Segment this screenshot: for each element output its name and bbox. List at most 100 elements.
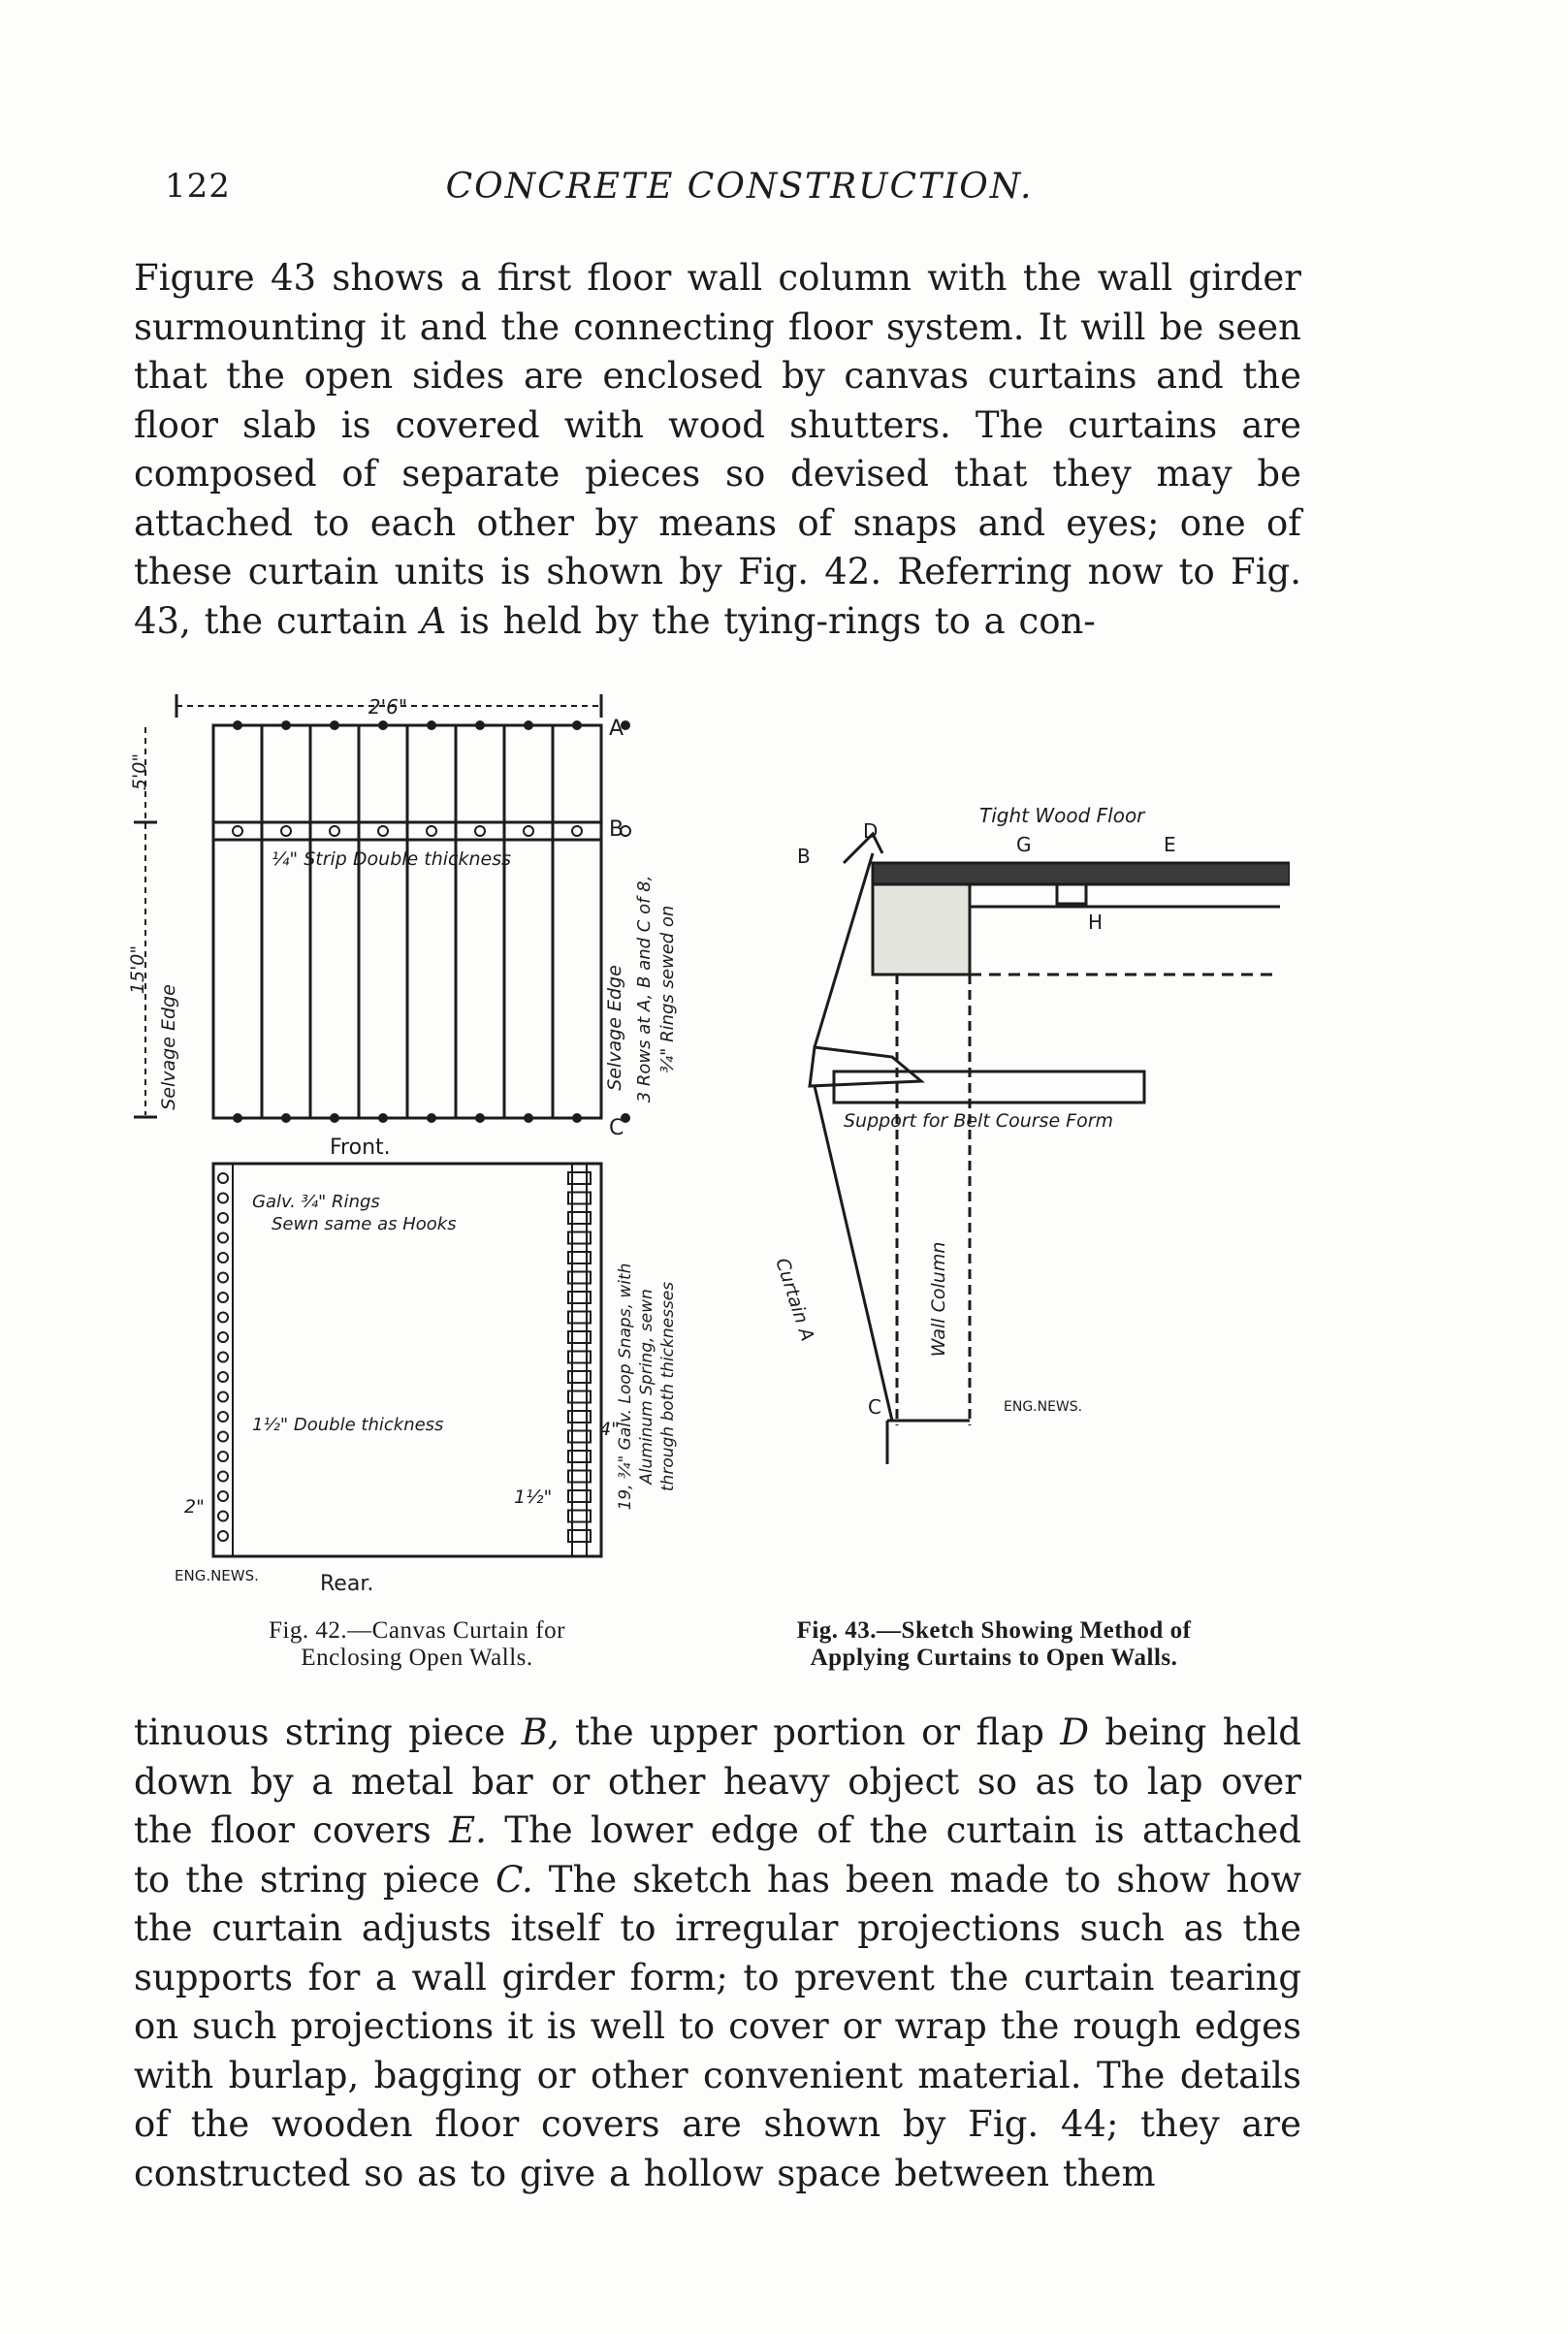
left-dimension-label: 15'0"	[127, 945, 148, 994]
block-h	[1055, 882, 1088, 906]
rear-marks	[217, 1171, 592, 1543]
eng-news-credit: ENG.NEWS.	[175, 1567, 259, 1584]
rear-ring	[217, 1212, 229, 1224]
rear-ring	[217, 1451, 229, 1462]
figure-42: 2'6" A B C ¼" Strip Double thickness 5'0…	[116, 679, 718, 1610]
support-label: Support for Belt Course Form	[844, 1110, 1113, 1132]
floor-label: Tight Wood Floor	[979, 804, 1146, 827]
width-dimension-label: 2'6"	[368, 695, 407, 719]
ring-a	[524, 720, 533, 730]
loop-snap	[567, 1509, 592, 1523]
ring-c	[378, 1113, 388, 1123]
ring-a	[330, 720, 339, 730]
letter-b: B,	[521, 1711, 560, 1753]
rear-ring	[217, 1530, 229, 1542]
loop-snap	[567, 1310, 592, 1325]
ring-a	[427, 720, 436, 730]
loop-snap	[567, 1489, 592, 1503]
ring-b	[474, 825, 486, 837]
ring-c	[621, 1113, 630, 1123]
figure-42-drawing: 2'6" A B C ¼" Strip Double thickness 5'0…	[127, 694, 678, 1596]
dim-4-label: 4"	[599, 1419, 620, 1440]
ring-a	[475, 720, 485, 730]
paragraph-bottom: tinuous string piece B, the upper portio…	[134, 1709, 1301, 2198]
paragraph-text: is held by the tying-rings to a con-	[446, 599, 1096, 642]
figure-42-caption: Fig. 42.—Canvas Curtain for Enclosing Op…	[184, 1617, 650, 1672]
ring-c	[524, 1113, 533, 1123]
loop-snap	[567, 1350, 592, 1364]
loop-snap	[567, 1529, 592, 1543]
double-thickness-note: 1½" Double thickness	[252, 1415, 443, 1435]
figure-43-drawing: Tight Wood Floor B D G E H C Support for…	[771, 804, 1290, 1464]
dim-1half-label: 1½"	[514, 1487, 552, 1508]
rear-ring	[217, 1470, 229, 1483]
front-label: Front.	[330, 1135, 391, 1160]
paragraph-top: Figure 43 shows a first floor wall colum…	[134, 254, 1301, 646]
curtain-upper	[813, 852, 875, 1048]
rear-ring	[217, 1371, 229, 1383]
paragraph-text: The sketch has been made to show how the…	[134, 1858, 1301, 2194]
rear-ring	[217, 1351, 229, 1363]
loop-snap	[567, 1450, 592, 1463]
eng-news-credit: ENG.NEWS.	[1004, 1399, 1082, 1415]
support-bracket	[808, 1045, 925, 1088]
loop-snap	[567, 1211, 592, 1225]
selvage-right-label: Selvage Edge	[604, 965, 625, 1091]
belt-course-form	[832, 1070, 1146, 1104]
ring-c	[475, 1113, 485, 1123]
ring-c	[427, 1113, 436, 1123]
rear-ring	[217, 1252, 229, 1263]
seams	[260, 725, 603, 1118]
rear-ring	[217, 1411, 229, 1423]
ring-b	[523, 825, 534, 837]
loop-snap	[567, 1270, 592, 1285]
rows-note-2: ¾" Rings sewed on	[657, 906, 678, 1073]
label-e: E	[1164, 833, 1176, 856]
caption-line: Enclosing Open Walls.	[301, 1645, 533, 1671]
curtain-letter: A	[420, 599, 447, 642]
column-label: Wall Column	[928, 1242, 949, 1358]
letter-c: C.	[495, 1858, 533, 1901]
ring-b	[620, 825, 631, 837]
paragraph-text: Figure 43 shows a first floor wall colum…	[134, 257, 1301, 642]
ring-a	[378, 720, 388, 730]
snaps-note-2: Aluminum Spring, sewn	[637, 1289, 656, 1486]
paragraph-text: The lower edge of the curtain is attache…	[134, 1809, 1301, 1901]
loop-snap	[567, 1251, 592, 1264]
ring-b	[377, 825, 389, 837]
rear-ring	[217, 1490, 229, 1502]
letter-d: D	[1060, 1711, 1089, 1753]
letter-e: E.	[449, 1809, 487, 1851]
label-d: D	[863, 819, 878, 843]
loop-snap	[567, 1330, 592, 1344]
rear-ring	[217, 1172, 229, 1184]
dim-2-label: 2"	[184, 1496, 205, 1518]
ring-a	[572, 720, 582, 730]
ring-b	[232, 825, 243, 837]
snaps-note-1: 19, ¾" Galv. Loop Snaps, with	[616, 1263, 635, 1511]
loop-snap	[567, 1370, 592, 1384]
rear-ring	[217, 1231, 229, 1244]
label-b: B	[609, 817, 624, 842]
caption-line: Fig. 43.—Sketch Showing Method of	[796, 1617, 1192, 1644]
top-dimension-label: 5'0"	[129, 753, 150, 790]
paragraph-text: being held down by a metal bar or other …	[134, 1711, 1301, 1851]
floor-slab	[871, 861, 1290, 886]
ring-c	[281, 1113, 291, 1123]
label-c: C	[609, 1116, 624, 1140]
rings-note-1: Galv. ¾" Rings	[252, 1192, 380, 1212]
ring-b	[329, 825, 340, 837]
selvage-left-label: Selvage Edge	[158, 984, 179, 1110]
loop-snap	[567, 1231, 592, 1245]
top-nodes	[232, 720, 631, 1123]
rows-note-1: 3 Rows at A, B and C of 8,	[634, 876, 655, 1103]
caption-line: Fig. 42.—Canvas Curtain for	[269, 1617, 565, 1644]
rear-ring	[217, 1192, 229, 1204]
label-g: G	[1016, 833, 1032, 856]
ring-b	[280, 825, 292, 837]
label-c: C	[868, 1395, 881, 1419]
ring-b	[426, 825, 437, 837]
rear-ring	[217, 1510, 229, 1522]
strip-note: ¼" Strip Double thickness	[272, 848, 511, 870]
